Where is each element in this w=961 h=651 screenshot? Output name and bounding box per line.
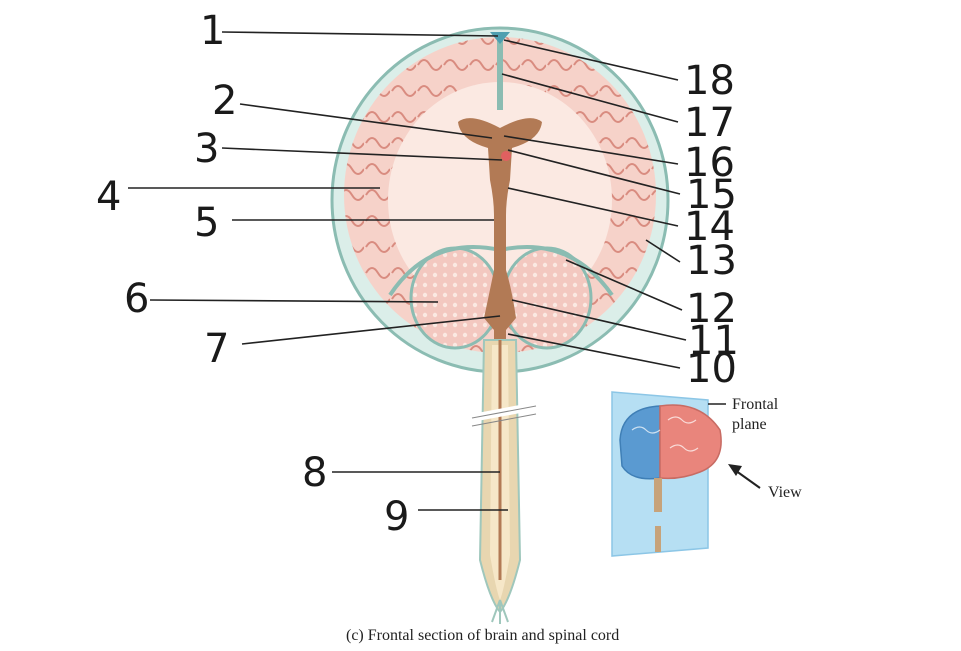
label-17: 17: [684, 100, 735, 146]
spinal-cord: [472, 340, 536, 624]
label-3: 3: [194, 126, 219, 172]
frontal-plane-label-line1: Frontal: [732, 396, 779, 413]
label-16: 16: [684, 140, 735, 186]
label-6: 6: [124, 276, 149, 322]
frontal-plane-label-line2: plane: [732, 416, 767, 433]
choroid-plexus: [501, 151, 511, 161]
label-1: 1: [200, 8, 225, 54]
label-5: 5: [194, 200, 219, 246]
orientation-inset: Frontal plane View: [612, 392, 802, 556]
label-2: 2: [212, 78, 237, 124]
label-9: 9: [384, 494, 409, 540]
label-12: 12: [686, 286, 737, 332]
inset-brainstem: [654, 478, 662, 512]
view-label: View: [768, 484, 802, 501]
inset-cord: [655, 526, 661, 552]
brain-section: [332, 28, 668, 372]
cerebellum-left: [411, 248, 499, 348]
figure-caption: (c) Frontal section of brain and spinal …: [346, 627, 619, 644]
label-7: 7: [204, 326, 229, 372]
label-4: 4: [96, 174, 121, 220]
label-8: 8: [302, 450, 327, 496]
brain-lobe-pink: [660, 405, 721, 478]
label-18: 18: [684, 58, 735, 104]
